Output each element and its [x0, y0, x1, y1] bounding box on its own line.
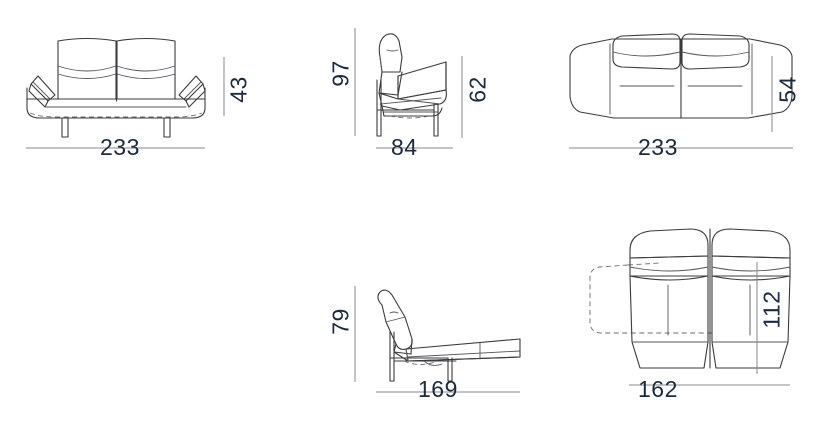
dim-side-depth: 84: [391, 134, 418, 160]
dim-side-total-height: 97: [327, 60, 354, 87]
plan-view-reclined-svg: [589, 228, 791, 386]
plan-depth-line-svg: [771, 56, 773, 132]
front-seat-height-dimension: [214, 50, 234, 130]
dim-plan-width: 233: [638, 134, 678, 160]
dim-reclined-height: 79: [327, 308, 354, 335]
side-total-height-dimension: [345, 24, 365, 140]
plan-view-reclined-view: [540, 210, 820, 410]
plan-view-svg: [569, 33, 793, 149]
dim-reclined-plan-depth: 112: [758, 290, 785, 329]
front-seat-height-line-svg: [223, 57, 225, 116]
plan-depth-dimension: [762, 50, 782, 136]
side-back-height-line-svg: [461, 56, 463, 138]
side-elevation-svg: [376, 33, 453, 149]
side-total-height-line-svg: [354, 28, 356, 136]
side-back-height-dimension: [452, 50, 472, 142]
dim-plan-depth: 54: [774, 76, 801, 103]
dim-side-back-height: 62: [464, 76, 491, 103]
front-elevation-svg: [26, 37, 206, 149]
front-elevation-upright-view: [0, 0, 280, 170]
reclined-plan-depth-dimension: [747, 258, 767, 378]
side-elevation-reclined-svg: [376, 289, 521, 393]
dim-front-seat-height: 43: [225, 76, 252, 103]
dim-front-width: 233: [100, 134, 140, 160]
plan-view-upright-view: [550, 0, 820, 170]
reclined-height-line-svg: [354, 286, 356, 382]
dim-reclined-plan-width: 162: [638, 376, 678, 402]
dim-reclined-depth: 169: [418, 376, 458, 402]
side-elevation-upright-view: [320, 0, 520, 170]
reclined-height-dimension: [345, 282, 365, 386]
reclined-plan-depth-line-svg: [756, 262, 758, 374]
side-elevation-reclined-view: [320, 240, 521, 410]
